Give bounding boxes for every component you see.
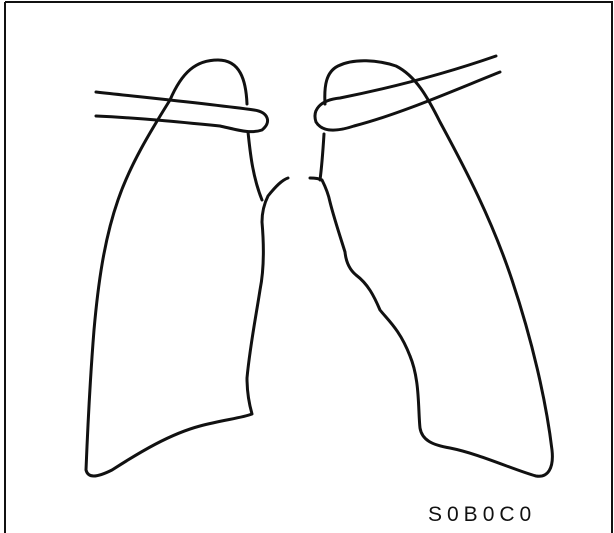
left-clavicle bbox=[315, 56, 500, 130]
left-lung-outline bbox=[310, 61, 552, 477]
right-clavicle bbox=[96, 92, 268, 132]
figure-code-label: S0B0C0 bbox=[428, 504, 536, 525]
right-bronchus-line bbox=[248, 132, 262, 200]
left-bronchus-line bbox=[320, 134, 324, 180]
